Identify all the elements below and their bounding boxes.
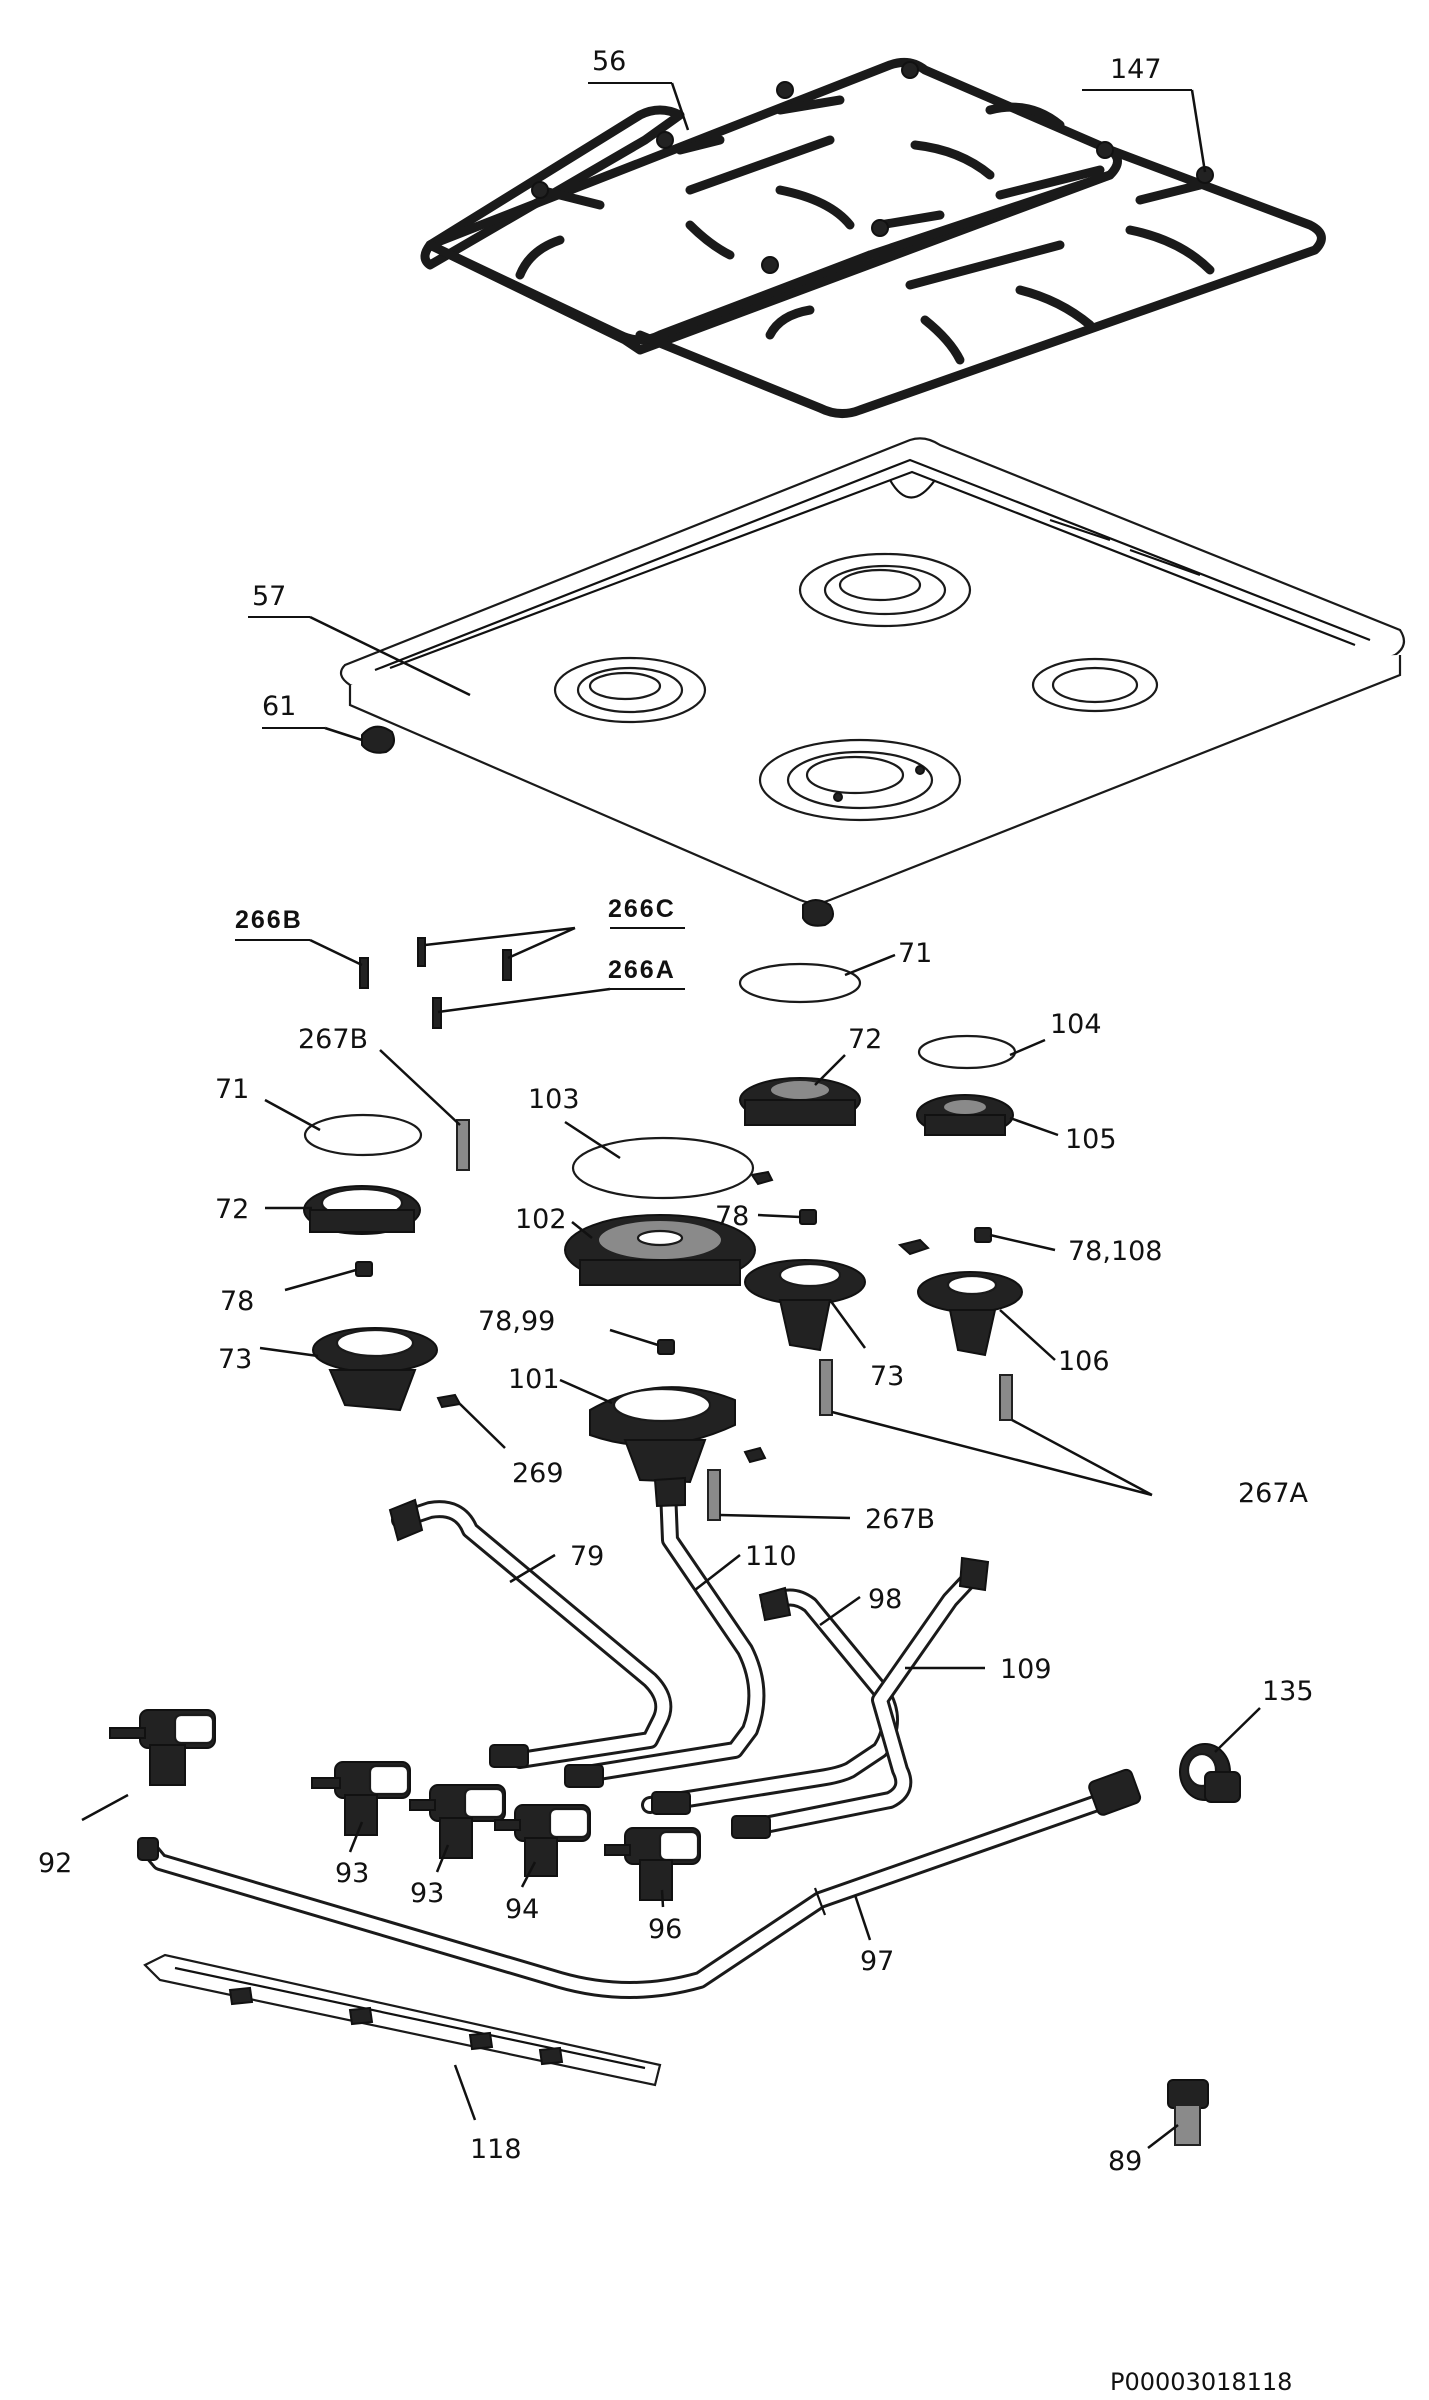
gas-tap-93-1 — [311, 1761, 411, 1836]
injector-78-99 — [657, 1339, 675, 1355]
label-266b: 266B — [235, 906, 303, 934]
crown-105 — [916, 1094, 1014, 1136]
label-106: 106 — [1058, 1346, 1110, 1377]
label-71-right: 71 — [898, 938, 932, 969]
label-78-mid: 78 — [715, 1201, 749, 1232]
label-101: 101 — [508, 1364, 560, 1395]
footer-code: P00003018118 — [1110, 2368, 1292, 2396]
tube-nut-4 — [731, 1815, 771, 1839]
fitting-89 — [1167, 2079, 1209, 2146]
label-72-left: 72 — [215, 1194, 249, 1225]
label-93-1: 93 — [335, 1858, 369, 1889]
part-labels: 56 147 57 61 266B 266C 266A 71 267B 104 … — [38, 46, 1314, 2396]
label-56: 56 — [592, 46, 626, 77]
label-110: 110 — [745, 1541, 797, 1572]
label-102: 102 — [515, 1204, 567, 1235]
label-94: 94 — [505, 1894, 539, 1925]
label-73-right: 73 — [870, 1361, 904, 1392]
label-267b-bot: 267B — [865, 1504, 935, 1535]
burner-cup-101 — [589, 1386, 736, 1484]
label-266c: 266C — [608, 895, 676, 923]
gas-tap-96 — [604, 1827, 701, 1901]
bracket-118 — [143, 1953, 662, 2087]
label-267b-top: 267B — [298, 1024, 368, 1055]
gas-manifold-97 — [137, 1768, 1142, 1999]
label-78-108: 78,108 — [1068, 1236, 1162, 1267]
elbow-135 — [1179, 1743, 1241, 1803]
label-266a: 266A — [608, 956, 676, 984]
crown-72-left — [303, 1185, 421, 1235]
label-105: 105 — [1065, 1124, 1117, 1155]
label-57: 57 — [252, 581, 286, 612]
label-78-left: 78 — [220, 1286, 254, 1317]
injector-78-left — [355, 1261, 373, 1277]
spring-267a-2 — [999, 1374, 1013, 1421]
burner-cup-73-right — [744, 1259, 866, 1352]
screw-266a — [432, 997, 442, 1029]
label-78-99: 78,99 — [478, 1306, 555, 1337]
spring-267b-top — [456, 1119, 470, 1171]
cap-103 — [571, 1136, 755, 1200]
label-97: 97 — [860, 1946, 894, 1977]
label-72-right: 72 — [848, 1024, 882, 1055]
clip-small-101 — [743, 1446, 767, 1464]
burner-cup-106 — [917, 1271, 1023, 1357]
pan-support-grates — [420, 57, 1326, 418]
label-96: 96 — [648, 1914, 682, 1945]
label-103: 103 — [528, 1084, 580, 1115]
gas-tube-110 — [571, 1476, 766, 1784]
gas-tube-98 — [641, 1586, 899, 1814]
label-93-2: 93 — [410, 1878, 444, 1909]
screw-266c-1 — [417, 937, 426, 967]
leader-lines — [81, 82, 1261, 2149]
label-135: 135 — [1262, 1676, 1314, 1707]
spring-267a-1 — [819, 1359, 833, 1416]
label-89: 89 — [1108, 2146, 1142, 2177]
label-109: 109 — [1000, 1654, 1052, 1685]
label-73-left: 73 — [218, 1344, 252, 1375]
label-79: 79 — [570, 1541, 604, 1572]
cap-71-left — [303, 1113, 423, 1157]
gas-tube-79 — [388, 1498, 673, 1769]
crown-72-right — [739, 1077, 861, 1126]
crown-102 — [564, 1214, 756, 1286]
gas-tap-92 — [109, 1709, 216, 1786]
part-small-right — [897, 1238, 930, 1256]
gas-tube-109 — [731, 1556, 990, 1839]
injector-78-108 — [974, 1227, 992, 1243]
label-71-left: 71 — [215, 1074, 249, 1105]
screw-266c-2 — [502, 949, 512, 981]
label-92: 92 — [38, 1848, 72, 1879]
label-147: 147 — [1110, 54, 1162, 85]
label-61: 61 — [262, 691, 296, 722]
label-269: 269 — [512, 1458, 564, 1489]
clip-under-hob — [802, 899, 835, 927]
hob-top — [339, 437, 1406, 905]
screw-266b — [359, 957, 369, 989]
burner-cup-73-left — [312, 1327, 438, 1412]
spring-267b-bot — [707, 1469, 721, 1521]
label-104: 104 — [1050, 1009, 1102, 1040]
cap-71-right — [738, 962, 862, 1004]
tube-nut-1 — [489, 1744, 529, 1768]
injector-78-mid — [799, 1209, 817, 1225]
clip-61 — [361, 725, 395, 754]
label-118: 118 — [470, 2134, 522, 2165]
tube-nut-2 — [564, 1764, 604, 1788]
cap-104 — [917, 1034, 1017, 1070]
tube-nut-3 — [651, 1791, 691, 1815]
label-267a: 267A — [1238, 1478, 1309, 1509]
gas-tap-94 — [494, 1804, 591, 1877]
bolt-269 — [436, 1393, 462, 1409]
gas-tap-93-2 — [409, 1784, 506, 1859]
part-small-mid — [750, 1170, 774, 1186]
label-98: 98 — [868, 1584, 902, 1615]
